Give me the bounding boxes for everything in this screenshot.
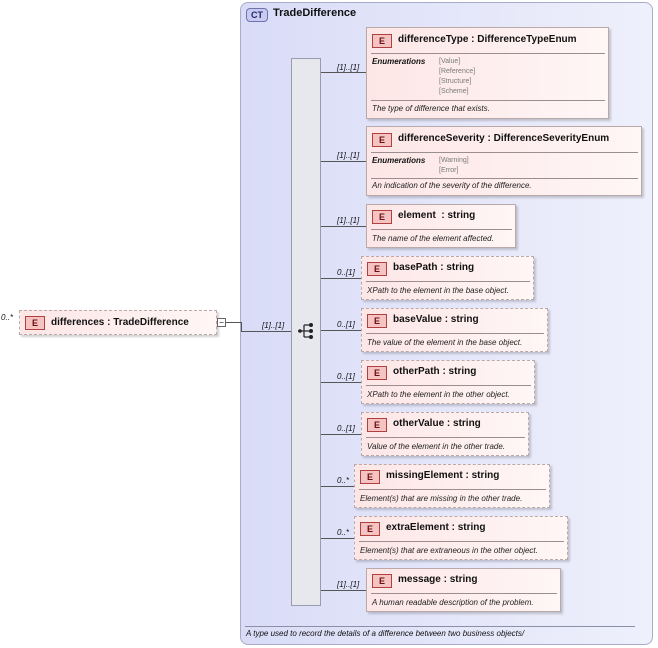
element-badge: E: [367, 418, 387, 432]
element-label: differenceType : DifferenceTypeEnum: [398, 34, 577, 45]
multiplicity-label: 0..[1]: [337, 372, 355, 381]
connector-line: [321, 278, 361, 279]
element-box-element[interactable]: E element : string The name of the eleme…: [366, 204, 516, 248]
enumerations-label: Enumerations: [372, 57, 426, 66]
connector-line: [321, 72, 366, 73]
separator: [366, 437, 525, 438]
element-label: extraElement : string: [386, 522, 486, 533]
enumerations-label: Enumerations: [372, 156, 426, 165]
multiplicity-label: 0..[1]: [337, 320, 355, 329]
element-badge: E: [372, 34, 392, 48]
enum-value: [Warning]: [439, 157, 469, 164]
sequence-icon: [298, 323, 313, 339]
separator: [371, 229, 512, 230]
separator: [359, 489, 546, 490]
multiplicity-label: [1]..[1]: [337, 151, 360, 160]
element-doc: Value of the element in the other trade.: [367, 442, 506, 451]
multiplicity-label: [1]..[1]: [337, 216, 360, 225]
complex-type-description: A type used to record the details of a d…: [246, 629, 525, 638]
element-badge: E: [367, 314, 387, 328]
element-doc: The name of the element affected.: [372, 234, 494, 243]
complex-type-badge: CT: [246, 8, 268, 22]
sequence-multiplicity: [1]..[1]: [262, 321, 285, 330]
element-doc: Element(s) that are extraneous in the ot…: [360, 546, 538, 555]
connector-line: [321, 161, 366, 162]
element-badge: E: [360, 522, 380, 536]
element-doc: Element(s) that are missing in the other…: [360, 494, 523, 503]
element-label: missingElement : string: [386, 470, 500, 481]
enumeration-values: [Value] [Reference] [Structure] [Scheme]: [439, 57, 475, 97]
element-badge: E: [372, 133, 392, 147]
enum-value: [Scheme]: [439, 88, 469, 95]
connector-line: [321, 330, 361, 331]
element-label: element : string: [398, 210, 476, 221]
element-doc: An indication of the severity of the dif…: [372, 181, 532, 190]
connector-line: [321, 382, 361, 383]
element-doc: A human readable description of the prob…: [372, 598, 534, 607]
root-element-label: differences : TradeDifference: [51, 317, 189, 328]
multiplicity-label: [1]..[1]: [337, 63, 360, 72]
separator: [366, 281, 530, 282]
element-box-differenceSeverity[interactable]: E differenceSeverity : DifferenceSeverit…: [366, 126, 642, 196]
multiplicity-label: [1]..[1]: [337, 580, 360, 589]
separator: [245, 626, 635, 627]
connector-line: [241, 331, 291, 332]
connector-line: [321, 486, 354, 487]
element-doc: The type of difference that exists.: [372, 104, 490, 113]
separator: [359, 541, 564, 542]
element-box-extraElement[interactable]: E extraElement : string Element(s) that …: [354, 516, 568, 560]
element-box-differenceType[interactable]: E differenceType : DifferenceTypeEnum En…: [366, 27, 609, 119]
connector-line: [321, 538, 354, 539]
element-box-basePath[interactable]: E basePath : string XPath to the element…: [361, 256, 534, 300]
complex-type-title: TradeDifference: [273, 7, 357, 19]
enumeration-values: [Warning] [Error]: [439, 156, 469, 176]
separator: [371, 53, 605, 54]
separator: [371, 178, 638, 179]
enum-value: [Structure]: [439, 78, 472, 85]
sequence-bar: [291, 58, 321, 606]
element-doc: XPath to the element in the other object…: [367, 390, 510, 399]
connector-line: [321, 226, 366, 227]
root-element-box[interactable]: E differences : TradeDifference: [19, 310, 217, 335]
element-box-otherValue[interactable]: E otherValue : string Value of the eleme…: [361, 412, 529, 456]
connector-line: [321, 590, 366, 591]
root-multiplicity: 0..*: [1, 313, 14, 322]
element-doc: XPath to the element in the base object.: [367, 286, 509, 295]
element-box-baseValue[interactable]: E baseValue : string The value of the el…: [361, 308, 548, 352]
multiplicity-label: 0..[1]: [337, 268, 355, 277]
element-label: otherPath : string: [393, 366, 477, 377]
element-badge: E: [25, 316, 45, 330]
element-badge: E: [367, 366, 387, 380]
multiplicity-label: 0..*: [337, 476, 350, 485]
element-box-message[interactable]: E message : string A human readable desc…: [366, 568, 561, 612]
element-badge: E: [372, 574, 392, 588]
separator: [371, 593, 557, 594]
multiplicity-label: 0..[1]: [337, 424, 355, 433]
element-box-otherPath[interactable]: E otherPath : string XPath to the elemen…: [361, 360, 535, 404]
element-badge: E: [372, 210, 392, 224]
separator: [366, 385, 531, 386]
element-label: basePath : string: [393, 262, 475, 273]
connector-line: [241, 322, 242, 331]
enum-value: [Reference]: [439, 68, 476, 75]
element-label: message : string: [398, 574, 478, 585]
collapse-icon[interactable]: −: [217, 318, 226, 327]
element-badge: E: [367, 262, 387, 276]
element-label: baseValue : string: [393, 314, 479, 325]
connector-line: [226, 322, 241, 323]
separator: [371, 152, 638, 153]
separator: [371, 100, 605, 101]
element-badge: E: [360, 470, 380, 484]
element-box-missingElement[interactable]: E missingElement : string Element(s) tha…: [354, 464, 550, 508]
connector-line: [321, 434, 361, 435]
separator: [366, 333, 544, 334]
element-label: differenceSeverity : DifferenceSeverityE…: [398, 133, 610, 144]
multiplicity-label: 0..*: [337, 528, 350, 537]
enum-value: [Error]: [439, 167, 459, 174]
element-label: otherValue : string: [393, 418, 481, 429]
enum-value: [Value]: [439, 58, 461, 65]
element-doc: The value of the element in the base obj…: [367, 338, 523, 347]
